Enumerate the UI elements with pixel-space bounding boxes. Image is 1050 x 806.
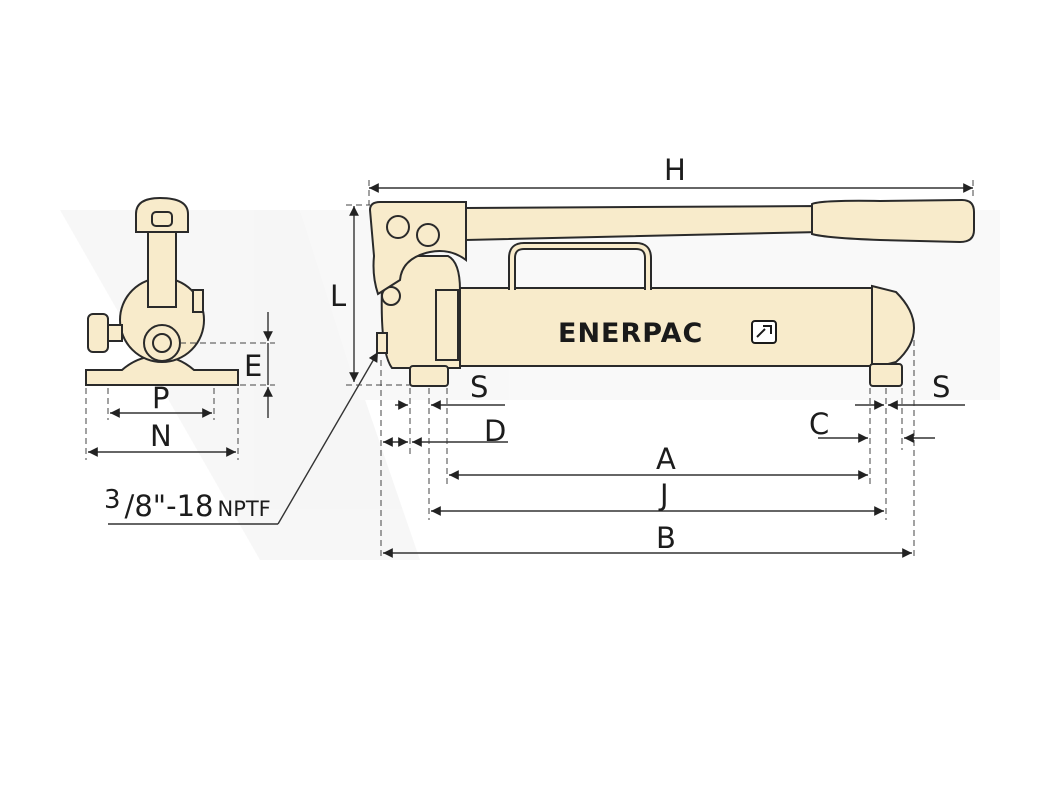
thread-leader (108, 351, 379, 525)
dim-label-l: L (330, 279, 346, 313)
dim-label-a: A (656, 442, 676, 476)
dim-label-s-left: S (470, 370, 488, 404)
dim-label-s-right: S (932, 370, 950, 404)
pump-side-view (368, 198, 975, 387)
thread-callout: 3 /8"-18 NPTF (104, 485, 271, 523)
thread-size: /8"-18 (125, 489, 214, 523)
thread-numerator: 3 (104, 485, 121, 515)
dim-label-d: D (484, 414, 506, 448)
end-view-dimensions (85, 312, 275, 460)
dim-label-e: E (244, 349, 262, 383)
brand-name: ENERPAC (558, 318, 703, 349)
end-view (85, 196, 239, 386)
pump-handle-icon (751, 320, 777, 344)
dim-label-h: H (664, 153, 686, 187)
dim-label-c: C (809, 407, 829, 441)
dim-label-j: J (658, 478, 669, 512)
main-view-dimensions (346, 180, 974, 560)
dim-label-b: B (656, 521, 676, 555)
dim-label-p: P (152, 381, 170, 415)
thread-type: NPTF (217, 497, 270, 521)
dim-label-n: N (150, 419, 172, 453)
